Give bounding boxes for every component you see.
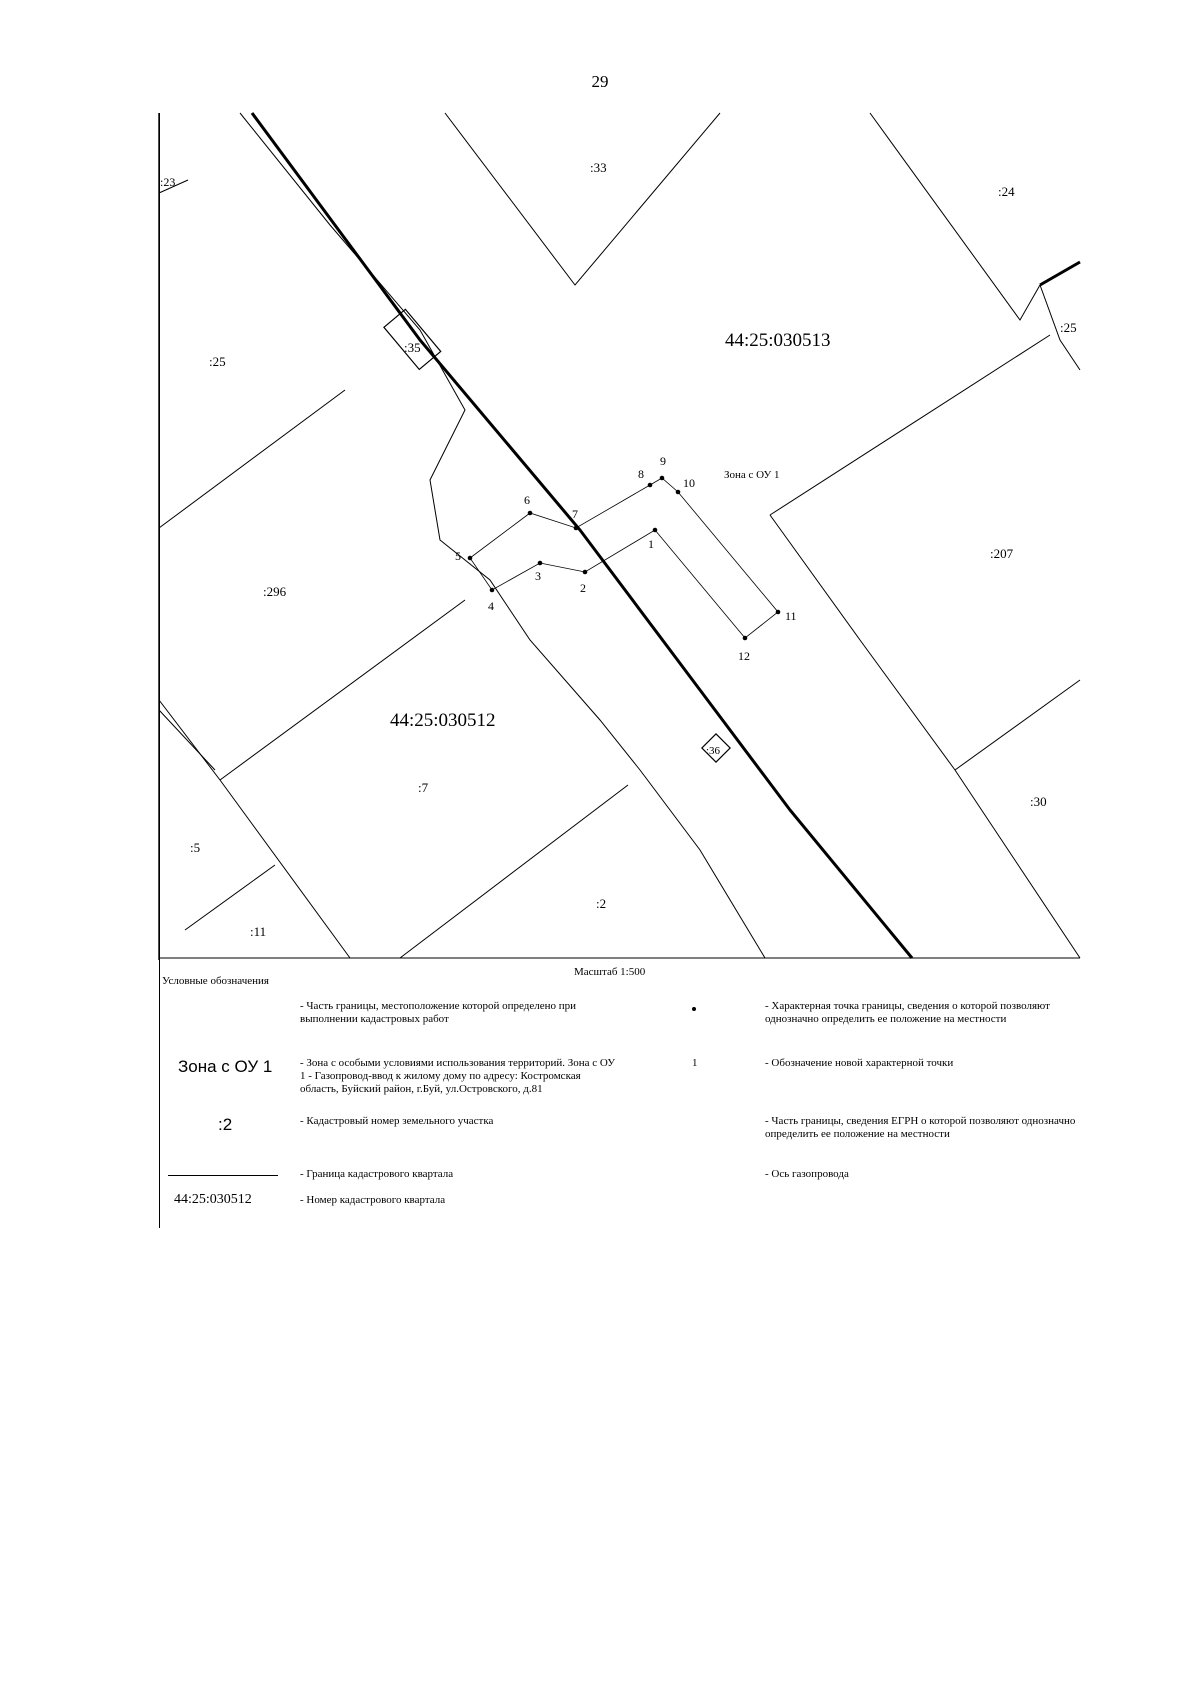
parcel-label-25-left: :25 bbox=[209, 354, 226, 369]
parcel-label-36: :36 bbox=[706, 745, 721, 757]
page-number: 29 bbox=[591, 72, 609, 91]
point-10-dot bbox=[675, 489, 681, 495]
point-label-8: 8 bbox=[638, 467, 644, 481]
parcel-label-33: :33 bbox=[590, 160, 607, 175]
parcel-boundary-207 bbox=[769, 514, 1081, 959]
point-label-4: 4 bbox=[488, 599, 494, 613]
zone-ou1-outline bbox=[469, 477, 779, 639]
zone-label: Зона с ОУ 1 bbox=[724, 469, 780, 481]
parcel-label-35: :35 bbox=[404, 340, 421, 355]
parcel-boundary-25-left bbox=[158, 389, 346, 529]
quarter-boundary-top-right bbox=[1039, 260, 1081, 287]
point-11-dot bbox=[775, 609, 781, 615]
parcel-boundary-296 bbox=[219, 599, 466, 781]
legend-new-point-desc: - Обозначение новой характерной точки bbox=[765, 1057, 954, 1069]
parcel-boundary-5 bbox=[158, 709, 216, 771]
point-label-3: 3 bbox=[535, 569, 541, 583]
legend-axis-desc: - Ось газопровода bbox=[765, 1168, 849, 1180]
legend-zone-symbol: Зона с ОУ 1 bbox=[178, 1057, 273, 1076]
legend-quarter-symbol: 44:25:030512 bbox=[174, 1192, 252, 1207]
legend-egrn-boundary: - Часть границы, сведения ЕГРН о которой… bbox=[765, 1115, 1076, 1140]
point-label-12: 12 bbox=[738, 649, 750, 663]
parcel-label-23: :23 bbox=[160, 175, 175, 189]
point-9-dot bbox=[659, 475, 665, 481]
point-12-dot bbox=[742, 635, 748, 641]
parcel-boundary-30 bbox=[954, 679, 1081, 771]
point-4-dot bbox=[489, 587, 495, 593]
point-8-dot bbox=[647, 482, 653, 488]
parcel-boundary-33 bbox=[444, 112, 721, 286]
parcel-boundary-2 bbox=[399, 784, 629, 959]
road-left-edge bbox=[239, 112, 766, 959]
parcel-label-30: :30 bbox=[1030, 794, 1047, 809]
parcel-label-11: :11 bbox=[250, 924, 266, 939]
legend-parcel-desc: - Кадастровый номер земельного участка bbox=[300, 1115, 494, 1127]
point-2-dot bbox=[582, 569, 588, 575]
legend-title: Условные обозначения bbox=[162, 975, 269, 987]
legend-char-point: - Характерная точка границы, сведения о … bbox=[765, 1000, 1050, 1025]
point-1-dot bbox=[652, 527, 658, 533]
point-label-11: 11 bbox=[785, 609, 797, 623]
point-label-10: 10 bbox=[683, 476, 695, 490]
legend-frame-left bbox=[159, 113, 160, 1228]
legend-new-point-symbol: 1 bbox=[692, 1057, 698, 1069]
parcel-label-7: :7 bbox=[418, 780, 429, 795]
parcel-35-rect bbox=[383, 308, 442, 371]
scale-label: Масштаб 1:500 bbox=[574, 966, 646, 978]
legend-quarter-number-desc: - Номер кадастрового квартала bbox=[300, 1194, 446, 1206]
legend-char-point-dot bbox=[692, 1007, 696, 1011]
point-label-1: 1 bbox=[648, 537, 654, 551]
point-label-6: 6 bbox=[524, 493, 530, 507]
point-label-9: 9 bbox=[660, 454, 666, 468]
point-6-dot bbox=[527, 510, 533, 516]
quarter-label-030513: 44:25:030513 bbox=[725, 330, 831, 351]
point-label-2: 2 bbox=[580, 581, 586, 595]
parcel-boundary-7 bbox=[158, 699, 351, 959]
parcel-label-5: :5 bbox=[190, 840, 200, 855]
parcel-boundary-11 bbox=[184, 864, 276, 931]
legend-quarter-boundary-desc: - Граница кадастрового квартала bbox=[300, 1168, 454, 1180]
parcel-boundary-24 bbox=[869, 112, 1041, 321]
parcel-label-24: :24 bbox=[998, 184, 1015, 199]
point-label-7: 7 bbox=[572, 507, 578, 521]
legend-quarter-boundary-line bbox=[168, 1175, 278, 1176]
parcel-label-2: :2 bbox=[596, 896, 606, 911]
quarter-label-030512: 44:25:030512 bbox=[390, 710, 496, 731]
point-3-dot bbox=[537, 560, 543, 566]
characteristic-points bbox=[467, 475, 781, 641]
point-5-dot bbox=[467, 555, 473, 561]
parcel-boundary-23 bbox=[158, 179, 189, 194]
parcel-boundary-25-right bbox=[1039, 284, 1081, 371]
parcel-boundary-diagonal-top bbox=[769, 334, 1051, 516]
legend-zone-desc: - Зона с особыми условиями использования… bbox=[300, 1057, 616, 1095]
parcel-36-marker bbox=[701, 733, 731, 763]
parcel-label-207: :207 bbox=[990, 546, 1014, 561]
legend-boundary-determined: - Часть границы, местоположение которой … bbox=[300, 1000, 577, 1025]
legend: Условные обозначения - Часть границы, ме… bbox=[160, 975, 1090, 1225]
parcel-label-296: :296 bbox=[263, 584, 287, 599]
legend-parcel-symbol: :2 bbox=[218, 1115, 233, 1134]
quarter-boundary-main bbox=[250, 112, 914, 959]
point-7-dot bbox=[573, 525, 579, 531]
parcel-label-25-right: :25 bbox=[1060, 320, 1077, 335]
point-label-5: 5 bbox=[455, 549, 461, 563]
